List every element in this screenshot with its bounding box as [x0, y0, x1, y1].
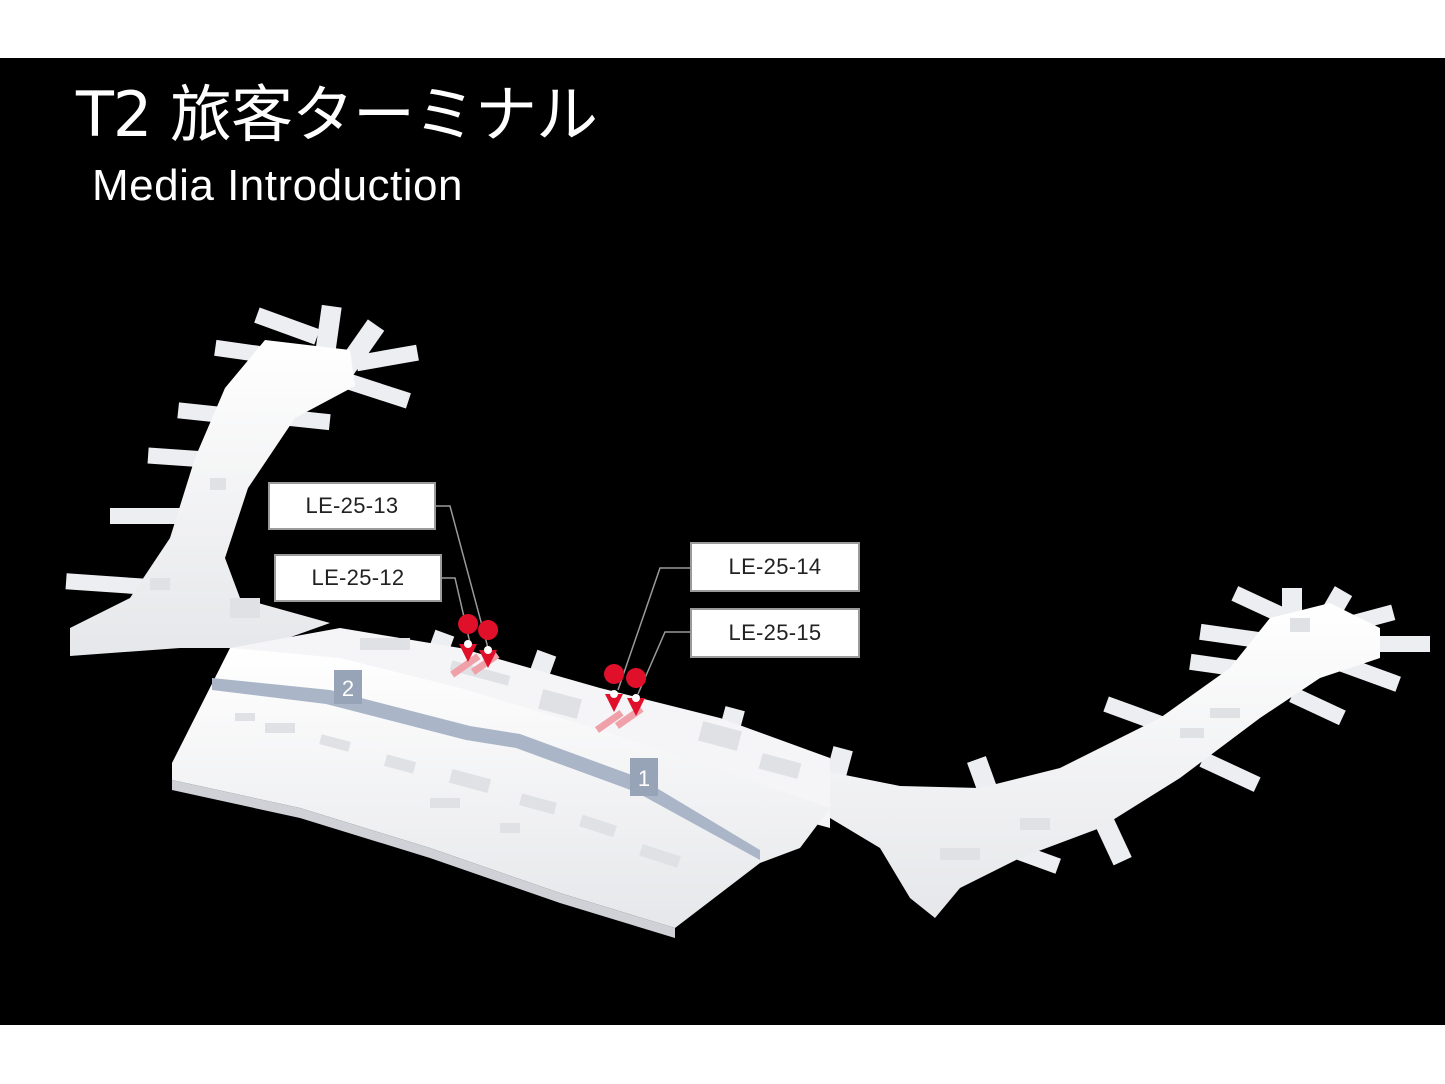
left-wing — [70, 340, 355, 656]
location-pin-icon[interactable] — [450, 614, 481, 678]
location-pin-icon[interactable] — [470, 620, 500, 675]
walkway — [212, 678, 760, 860]
gate-marker-2: 2 — [334, 670, 362, 704]
media-label-le-25-14[interactable]: LE-25-14 — [690, 542, 860, 592]
location-pin-icon[interactable] — [614, 668, 647, 729]
media-label-le-25-13[interactable]: LE-25-13 — [268, 482, 436, 530]
page-title: T2 旅客ターミナル — [76, 78, 598, 151]
media-label-le-25-15[interactable]: LE-25-15 — [690, 608, 860, 658]
page-subtitle: Media Introduction — [92, 161, 463, 210]
location-pin-icon[interactable] — [594, 664, 625, 733]
svg-text:2: 2 — [342, 676, 354, 701]
terminal-map: 2 1 — [65, 304, 1430, 938]
terminal-edge — [172, 780, 675, 938]
svg-text:1: 1 — [638, 766, 650, 791]
right-wing — [820, 603, 1380, 918]
slide: T2 旅客ターミナル Media Introduction — [0, 58, 1445, 1025]
leader-lines — [434, 505, 692, 695]
media-label-le-25-12[interactable]: LE-25-12 — [274, 554, 442, 602]
gate-marker-1: 1 — [630, 758, 658, 796]
